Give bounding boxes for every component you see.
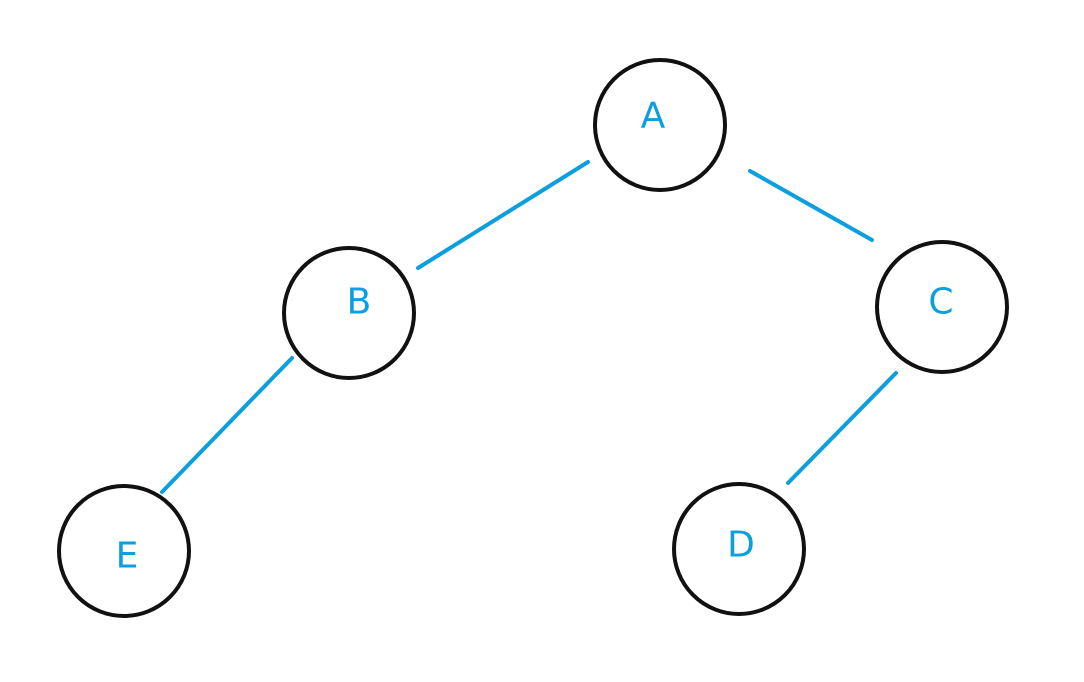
edge-c-d (786, 371, 898, 485)
edge-b-e (160, 356, 294, 494)
edge-a-c (748, 169, 874, 242)
node-label-a: A (641, 96, 666, 137)
edges-group (160, 160, 898, 494)
edge-a-b (416, 160, 590, 270)
node-circle-d (672, 482, 806, 616)
tree-node-a: A (593, 58, 727, 192)
node-label-c: C (928, 282, 953, 323)
node-label-e: E (116, 536, 139, 577)
node-circle-c (875, 240, 1009, 374)
tree-node-d: D (672, 482, 806, 616)
node-circle-a (593, 58, 727, 192)
node-label-d: D (727, 525, 755, 566)
node-circle-e (57, 484, 191, 618)
tree-node-e: E (57, 484, 191, 618)
nodes-group: A B C E D (57, 58, 1009, 618)
tree-node-b: B (282, 246, 416, 380)
tree-node-c: C (875, 240, 1009, 374)
node-circle-b (282, 246, 416, 380)
node-label-b: B (347, 282, 372, 323)
